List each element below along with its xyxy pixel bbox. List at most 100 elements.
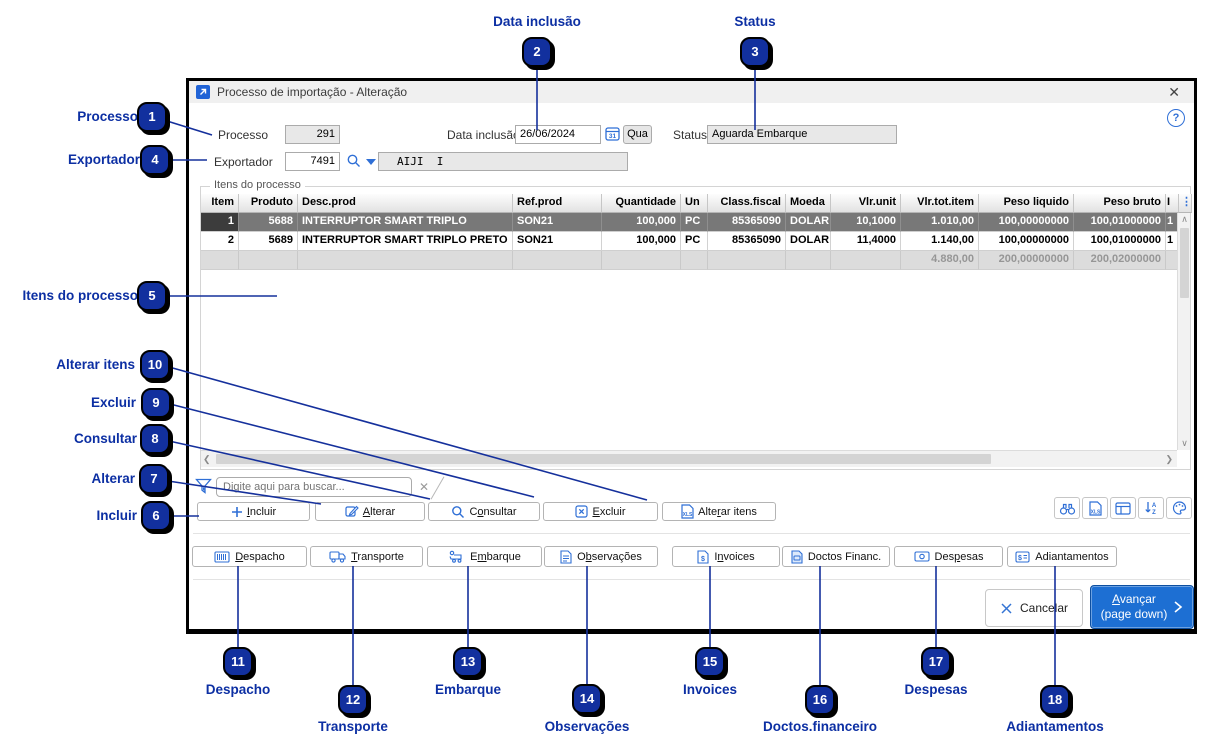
status-input: Aguarda Embarque [707,125,897,144]
items-groupbox: Itens do processo Item Produto Desc.prod… [200,179,1192,470]
annotation-label-9: Excluir [90,395,136,410]
scrollbar-thumb[interactable] [1180,228,1189,298]
alterar-button[interactable]: Alterar [315,502,425,521]
column-header-quantidade[interactable]: Quantidade [602,194,681,213]
cell[interactable]: 100,01000000 [1074,213,1166,232]
cell[interactable]: DOLAR [786,232,831,251]
column-menu-icon[interactable]: ⋮ [1179,194,1192,213]
cell[interactable]: 100,000 [602,232,681,251]
cell[interactable]: SON21 [513,213,602,232]
annotation-badge-15: 15 [695,647,725,677]
tab-observacoes[interactable]: Observações [544,546,658,567]
cell[interactable]: INTERRUPTOR SMART TRIPLO PRETO [298,232,513,251]
tab-despacho[interactable]: Despacho [192,546,307,567]
column-header-pesobruto[interactable]: Peso bruto [1074,194,1166,213]
export-xls-button[interactable]: XLS [1082,497,1108,519]
cell[interactable]: 1.010,00 [901,213,979,232]
filter-icon[interactable] [195,478,213,495]
exportador-dropdown-icon[interactable] [366,159,376,165]
alterar-itens-button[interactable]: XLS Alterar itens [662,502,776,521]
cell[interactable]: 100,00000000 [979,232,1074,251]
column-header-descprod[interactable]: Desc.prod [298,194,513,213]
column-header-item[interactable]: Item [201,194,239,213]
cell[interactable]: 1 [201,213,239,232]
incluir-button[interactable]: Incluir [197,502,310,521]
cell[interactable]: 85365090 [708,213,786,232]
cell[interactable]: 5689 [239,232,298,251]
tab-transporte[interactable]: Transporte [310,546,423,567]
layout-button[interactable] [1110,497,1136,519]
column-header-vlrtotitem[interactable]: Vlr.tot.item [901,194,979,213]
table-row[interactable]: 1 5688 INTERRUPTOR SMART TRIPLO SON21 10… [201,213,1179,232]
title-bar[interactable]: Processo de importação - Alteração ✕ [189,81,1194,103]
cell[interactable]: 10,1000 [831,213,901,232]
window-title: Processo de importação - Alteração [217,85,408,99]
weekday-button[interactable]: Qua [623,125,652,144]
close-icon[interactable]: ✕ [1168,84,1180,100]
scroll-left-icon[interactable]: ❮ [203,454,211,464]
cell[interactable]: 100,00000000 [979,213,1074,232]
column-header-moeda[interactable]: Moeda [786,194,831,213]
cell[interactable]: 11,4000 [831,232,901,251]
label-part: Embarque [470,550,521,563]
clear-search-icon[interactable]: ✕ [419,480,430,494]
annotation-label-15: Invoices [682,682,738,697]
scrollbar-thumb[interactable] [216,454,991,464]
consultar-button[interactable]: Consultar [428,502,540,521]
scroll-down-icon[interactable]: ∨ [1181,438,1188,448]
data-inclusao-input[interactable]: 26/06/2024 [515,125,601,144]
cell[interactable]: 1.140,00 [901,232,979,251]
avancar-button[interactable]: Avançar (page down) [1090,585,1194,629]
cell[interactable]: 2 [201,232,239,251]
annotation-badge-14: 14 [572,684,602,714]
cell[interactable]: 85365090 [708,232,786,251]
column-header-classfiscal[interactable]: Class.fiscal [708,194,786,213]
cell[interactable]: 5688 [239,213,298,232]
column-header-refprod[interactable]: Ref.prod [513,194,602,213]
scroll-right-icon[interactable]: ❯ [1165,454,1173,464]
binoculars-icon [1059,503,1075,515]
exportador-search-icon[interactable] [346,153,362,169]
cell[interactable]: 100,000 [602,213,681,232]
tab-doctos-financ[interactable]: Doctos Financ. [782,546,890,567]
scroll-up-icon[interactable]: ∧ [1181,214,1188,224]
cell[interactable]: INTERRUPTOR SMART TRIPLO [298,213,513,232]
annotation-label-3: Status [734,14,776,29]
excluir-button[interactable]: Excluir [543,502,658,521]
label-part: Invoices [714,550,755,563]
palette-button[interactable] [1166,497,1192,519]
processo-input: 291 [285,125,340,144]
tab-adiantamentos[interactable]: $ Adiantamentos [1007,546,1117,567]
tab-embarque[interactable]: Embarque [427,546,542,567]
column-header-vlrunit[interactable]: Vlr.unit [831,194,901,213]
table-row[interactable]: 2 5689 INTERRUPTOR SMART TRIPLO PRETO SO… [201,232,1179,251]
label-part: Alterar [362,505,396,518]
total-pesobruto: 200,02000000 [1074,251,1166,270]
svg-text:$: $ [1018,555,1022,562]
tab-invoices[interactable]: $ Invoices [672,546,780,567]
annotation-label-1: Processo [77,109,138,124]
cell[interactable]: 100,01000000 [1074,232,1166,251]
cell[interactable]: SON21 [513,232,602,251]
column-header-partial[interactable]: I [1166,194,1179,213]
column-header-produto[interactable]: Produto [239,194,298,213]
horizontal-scrollbar[interactable]: ❮ ❯ [201,450,1177,467]
cell[interactable]: PC [681,213,708,232]
tab-despesas[interactable]: Despesas [894,546,1003,567]
vertical-scrollbar[interactable]: ∧ ∨ [1177,213,1190,450]
label-part: Consultar [469,505,517,518]
calendar-icon[interactable]: 31 [605,126,620,141]
cancelar-button[interactable]: Cancelar [985,589,1083,627]
search-input[interactable] [216,477,412,497]
cell[interactable]: DOLAR [786,213,831,232]
column-header-un[interactable]: Un [681,194,708,213]
column-header-pesoliquido[interactable]: Peso liquido [979,194,1074,213]
divider [193,533,1190,534]
help-icon[interactable]: ? [1167,109,1185,127]
cell[interactable]: PC [681,232,708,251]
svg-text:XLS: XLS [1090,509,1100,515]
cell [786,251,831,270]
find-button[interactable] [1054,497,1080,519]
exportador-code-input[interactable]: 7491 [285,152,340,171]
